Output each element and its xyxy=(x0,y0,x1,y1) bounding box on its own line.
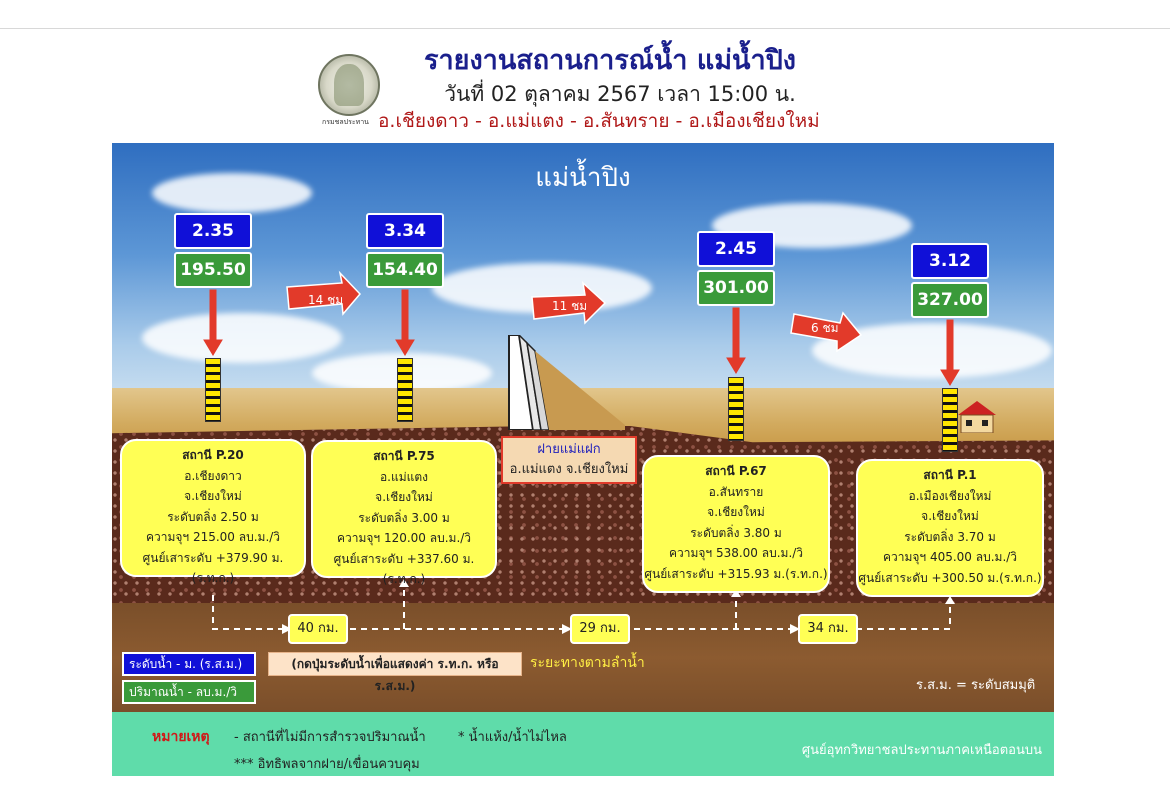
staff-gauge-p67 xyxy=(728,377,744,441)
station-province: จ.เชียงใหม่ xyxy=(707,505,765,519)
flow-value-p67: 301.00 xyxy=(697,270,775,306)
staff-gauge-p1 xyxy=(942,388,958,452)
water-level-button-p1[interactable]: 3.12 xyxy=(911,243,989,279)
station-card-p1[interactable]: สถานี P.1 อ.เมืองเชียงใหม่ จ.เชียงใหม่ ร… xyxy=(856,459,1044,597)
weir-location: อ.แม่แตง จ.เชียงใหม่ xyxy=(509,462,629,477)
footer-note-3: *** อิทธิพลจากฝาย/เขื่อนควบคุม xyxy=(234,757,420,772)
station-district: อ.แม่แตง xyxy=(379,469,429,484)
weir-label: ฝายแม่แฝก อ.แม่แตง จ.เชียงใหม่ xyxy=(501,436,637,484)
staff-gauge-p75 xyxy=(397,358,413,422)
weir-icon xyxy=(508,335,625,430)
station-datum: ศูนย์เสาระดับ +379.90 ม.(ร.ท.ก.) xyxy=(142,550,284,586)
distance-badge-3: 34 กม. xyxy=(798,614,858,644)
station-bank-level: ระดับตลิ่ง 2.50 ม xyxy=(167,509,259,524)
station-card-p67[interactable]: สถานี P.67 อ.สันทราย จ.เชียงใหม่ ระดับตล… xyxy=(642,455,830,593)
footer-note-2: * น้ำแห้ง/น้ำไม่ไหล xyxy=(458,730,567,745)
station-name: สถานี P.1 xyxy=(923,468,977,482)
distance-legend-label: ระยะทางตามลำน้ำ xyxy=(530,655,645,671)
distance-badge-2: 29 กม. xyxy=(570,614,630,644)
water-level-button-p75[interactable]: 3.34 xyxy=(366,213,444,249)
distance-badge-1: 40 กม. xyxy=(288,614,348,644)
footer-note-1: - สถานีที่ไม่มีการสำรวจปริมาณน้ำ xyxy=(234,730,426,745)
station-datum: ศูนย์เสาระดับ +337.60 ม.(ร.ท.ก.) xyxy=(333,551,475,587)
top-divider xyxy=(0,28,1170,29)
report-date: วันที่ 02 ตุลาคม 2567 เวลา 15:00 น. xyxy=(444,82,796,106)
station-name: สถานี P.20 xyxy=(182,448,244,462)
station-bank-level: ระดับตลิ่ง 3.80 ม xyxy=(690,525,782,540)
station-province: จ.เชียงใหม่ xyxy=(375,490,433,504)
footer-bar xyxy=(112,712,1054,776)
station-capacity: ความจุฯ 215.00 ลบ.ม./วิ xyxy=(145,530,281,544)
station-name: สถานี P.67 xyxy=(705,464,767,478)
station-district: อ.เมืองเชียงใหม่ xyxy=(908,488,992,503)
flow-value-p75: 154.40 xyxy=(366,252,444,288)
station-district: อ.สันทราย xyxy=(708,484,764,499)
flow-value-p1: 327.00 xyxy=(911,282,989,318)
staff-gauge-p20 xyxy=(205,358,221,422)
weir-name: ฝายแม่แฝก xyxy=(537,442,601,457)
toggle-datum-hint: (กดปุ่มระดับน้ำเพื่อแสดงค่า ร.ท.ก. หรือ … xyxy=(268,652,522,693)
flow-value-p20: 195.50 xyxy=(174,252,252,288)
station-datum: ศูนย์เสาระดับ +315.93 ม.(ร.ท.ก.) xyxy=(644,566,828,581)
house-icon xyxy=(958,401,996,433)
station-capacity: ความจุฯ 120.00 ลบ.ม./วิ xyxy=(336,531,472,545)
legend-flow: ปริมาณน้ำ - ลบ.ม./วิ xyxy=(122,680,256,704)
station-card-p75[interactable]: สถานี P.75 อ.แม่แตง จ.เชียงใหม่ ระดับตลิ… xyxy=(311,440,497,586)
station-bank-level: ระดับตลิ่ง 3.70 ม xyxy=(904,529,996,544)
station-province: จ.เชียงใหม่ xyxy=(921,509,979,523)
river-title: แม่น้ำปิง xyxy=(535,163,631,193)
station-bank-level: ระดับตลิ่ง 3.00 ม xyxy=(358,510,450,525)
station-province: จ.เชียงใหม่ xyxy=(184,489,242,503)
station-datum: ศูนย์เสาระดับ +300.50 ม.(ร.ท.ก.) xyxy=(858,570,1042,585)
station-card-p20[interactable]: สถานี P.20 อ.เชียงดาว จ.เชียงใหม่ ระดับต… xyxy=(120,439,306,585)
water-level-button-p20[interactable]: 2.35 xyxy=(174,213,252,249)
district-list: อ.เชียงดาว - อ.แม่แตง - อ.สันทราย - อ.เม… xyxy=(378,110,820,132)
station-capacity: ความจุฯ 405.00 ลบ.ม./วิ xyxy=(882,550,1018,564)
datum-note: ร.ส.ม. = ระดับสมมุติ xyxy=(916,678,1036,693)
station-name: สถานี P.75 xyxy=(373,449,435,463)
legend-water-level: ระดับน้ำ - ม. (ร.ส.ม.) xyxy=(122,652,256,676)
royal-irrigation-seal-icon xyxy=(318,54,380,116)
seal-caption: กรมชลประทาน xyxy=(322,118,369,126)
river-diagram: แม่น้ำปิง 2.35 195.50 3.34 154.40 2.45 3… xyxy=(112,143,1054,776)
page-title: รายงานสถานการณ์น้ำ แม่น้ำปิง xyxy=(424,45,796,76)
station-capacity: ความจุฯ 538.00 ลบ.ม./วิ xyxy=(668,546,804,560)
hydrology-center-name: ศูนย์อุทกวิทยาชลประทานภาคเหนือตอนบน xyxy=(801,743,1042,758)
water-level-button-p67[interactable]: 2.45 xyxy=(697,231,775,267)
footer-note-heading: หมายเหตุ xyxy=(152,729,210,745)
station-district: อ.เชียงดาว xyxy=(184,468,242,483)
